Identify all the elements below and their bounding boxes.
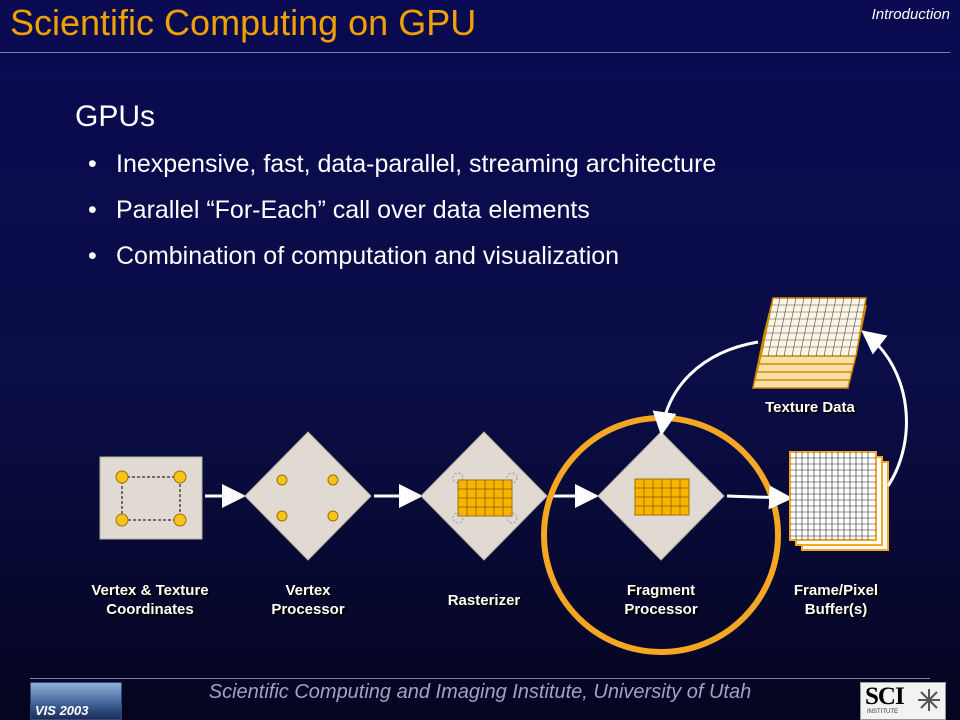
stage-label-line: Vertex & Texture: [91, 582, 209, 599]
bullet-item: • Parallel “For-Each” call over data elem…: [88, 196, 716, 224]
bullet-text: Inexpensive, fast, data-parallel, stream…: [116, 150, 717, 178]
vertex-processor-node: [244, 431, 372, 561]
bullet-item: • Combination of computation and visualiz…: [88, 242, 716, 270]
snowflake-icon: [918, 689, 940, 711]
bullet-text: Parallel “For-Each” call over data eleme…: [116, 196, 590, 224]
flow-arrow: [726, 485, 793, 510]
stage-label-line: Processor: [624, 601, 698, 618]
vis-logo-text: VIS 2003: [35, 703, 89, 718]
bullet-dot: •: [88, 150, 97, 178]
texture-read-arrow: [652, 340, 759, 436]
sci-logo-subtext: INSTITUTE: [867, 709, 898, 715]
texture-data-label: Texture Data: [765, 399, 855, 416]
frame-buffer-stack: [789, 451, 889, 551]
stage-label-vertex-processor: Vertex Processor: [248, 581, 368, 619]
sci-institute-logo: SCI INSTITUTE: [860, 682, 946, 720]
vertex-texture-coordinates-node: [99, 456, 203, 540]
stage-label-frame-buffer: Frame/Pixel Buffer(s): [776, 581, 896, 619]
stage-label-fragment-processor: Fragment Processor: [601, 581, 721, 619]
buffer-write-arrow: [861, 330, 908, 487]
stage-label-line: Processor: [271, 601, 345, 618]
slide-heading: GPUs: [75, 100, 156, 133]
stage-label-vertex-texture: Vertex & Texture Coordinates: [60, 581, 240, 619]
stage-label-line: Fragment: [626, 582, 696, 599]
bullet-dot: •: [88, 196, 97, 224]
bullet-item: • Inexpensive, fast, data-parallel, strea…: [88, 150, 716, 178]
sci-logo-text: SCI: [865, 683, 905, 710]
stage-label-line: Buffer(s): [804, 601, 868, 618]
bullet-text: Combination of computation and visualiza…: [116, 242, 620, 270]
texture-data-stack: [752, 297, 867, 389]
footer-text: Scientific Computing and Imaging Institu…: [208, 681, 752, 703]
stage-label-line: Frame/Pixel: [793, 582, 879, 599]
bullet-list: • Inexpensive, fast, data-parallel, strea…: [88, 150, 716, 288]
stage-label-line: Rasterizer: [447, 592, 521, 609]
footer-divider: [30, 678, 930, 679]
rasterizer-node: [420, 431, 548, 561]
slide-title: Scientific Computing on GPU: [10, 2, 477, 43]
vis-2003-logo: VIS 2003: [30, 682, 122, 720]
title-divider: [0, 52, 950, 53]
bullet-dot: •: [88, 242, 97, 270]
stage-label-line: Coordinates: [106, 601, 194, 618]
stage-label-line: Vertex: [285, 582, 331, 599]
stage-label-rasterizer: Rasterizer: [424, 591, 544, 610]
section-label: Introduction: [871, 6, 950, 23]
fragment-processor-node: [597, 431, 725, 561]
